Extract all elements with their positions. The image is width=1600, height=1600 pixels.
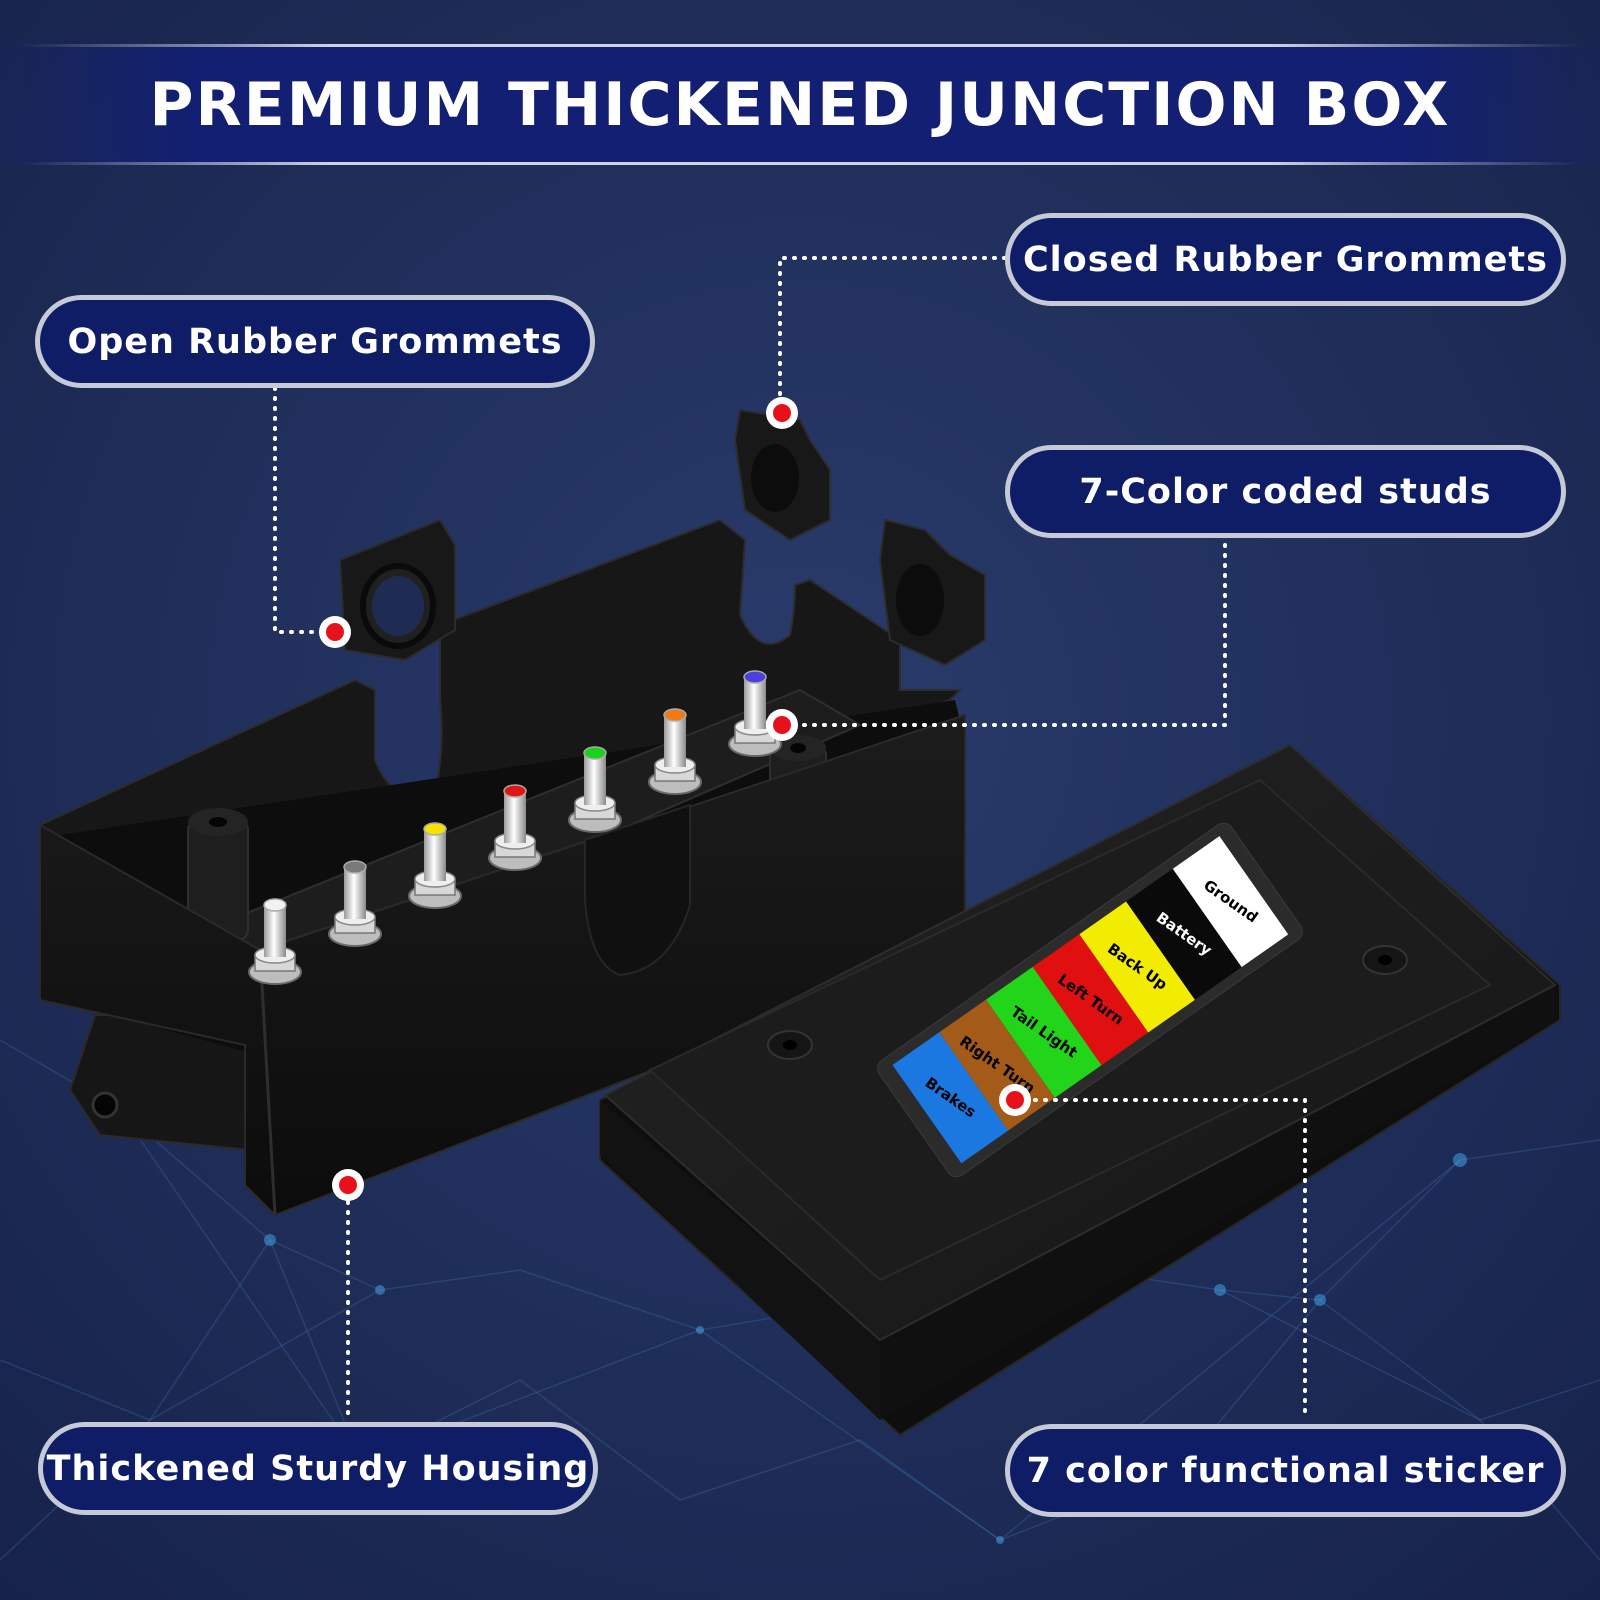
sticker-stripe-1 (1172, 836, 1289, 968)
sticker-stripe-2 (1126, 868, 1242, 1000)
callout-connectors (273, 256, 1307, 1422)
closed-grommet-right (878, 518, 986, 667)
callout-closed-rubber-grommets: Closed Rubber Grommets (1005, 213, 1566, 306)
stud-1 (248, 898, 302, 985)
title-band (0, 46, 1600, 164)
callout-color-coded-studs: 7-Color coded studs (1005, 445, 1566, 538)
callout-open-rubber-grommets: Open Rubber Grommets (35, 295, 595, 388)
sticker-stripe-7 (892, 1032, 1009, 1164)
title-band-top-line (20, 44, 1580, 47)
sticker-stripe-5 (985, 966, 1102, 1098)
stud-5 (568, 746, 622, 833)
page-title: PREMIUM THICKENED JUNCTION BOX (149, 70, 1451, 140)
closed-grommet-top (733, 408, 831, 542)
callout-markers (319, 397, 1031, 1201)
color-coded-studs (248, 670, 782, 985)
callout-thickened-sturdy-housing: Thickened Sturdy Housing (38, 1422, 598, 1515)
sticker-stripe-4 (1032, 934, 1149, 1066)
stud-4 (488, 784, 542, 871)
stud-2 (328, 860, 382, 947)
network-nodes (264, 1153, 1467, 1544)
sticker-stripe-3 (1079, 901, 1195, 1033)
stud-6 (648, 708, 702, 795)
stud-3 (408, 822, 462, 909)
title-band-bottom-line (20, 162, 1580, 165)
callout-functional-sticker: 7 color functional sticker (1005, 1424, 1566, 1517)
open-grommet (338, 518, 456, 662)
stud-7 (728, 670, 782, 757)
